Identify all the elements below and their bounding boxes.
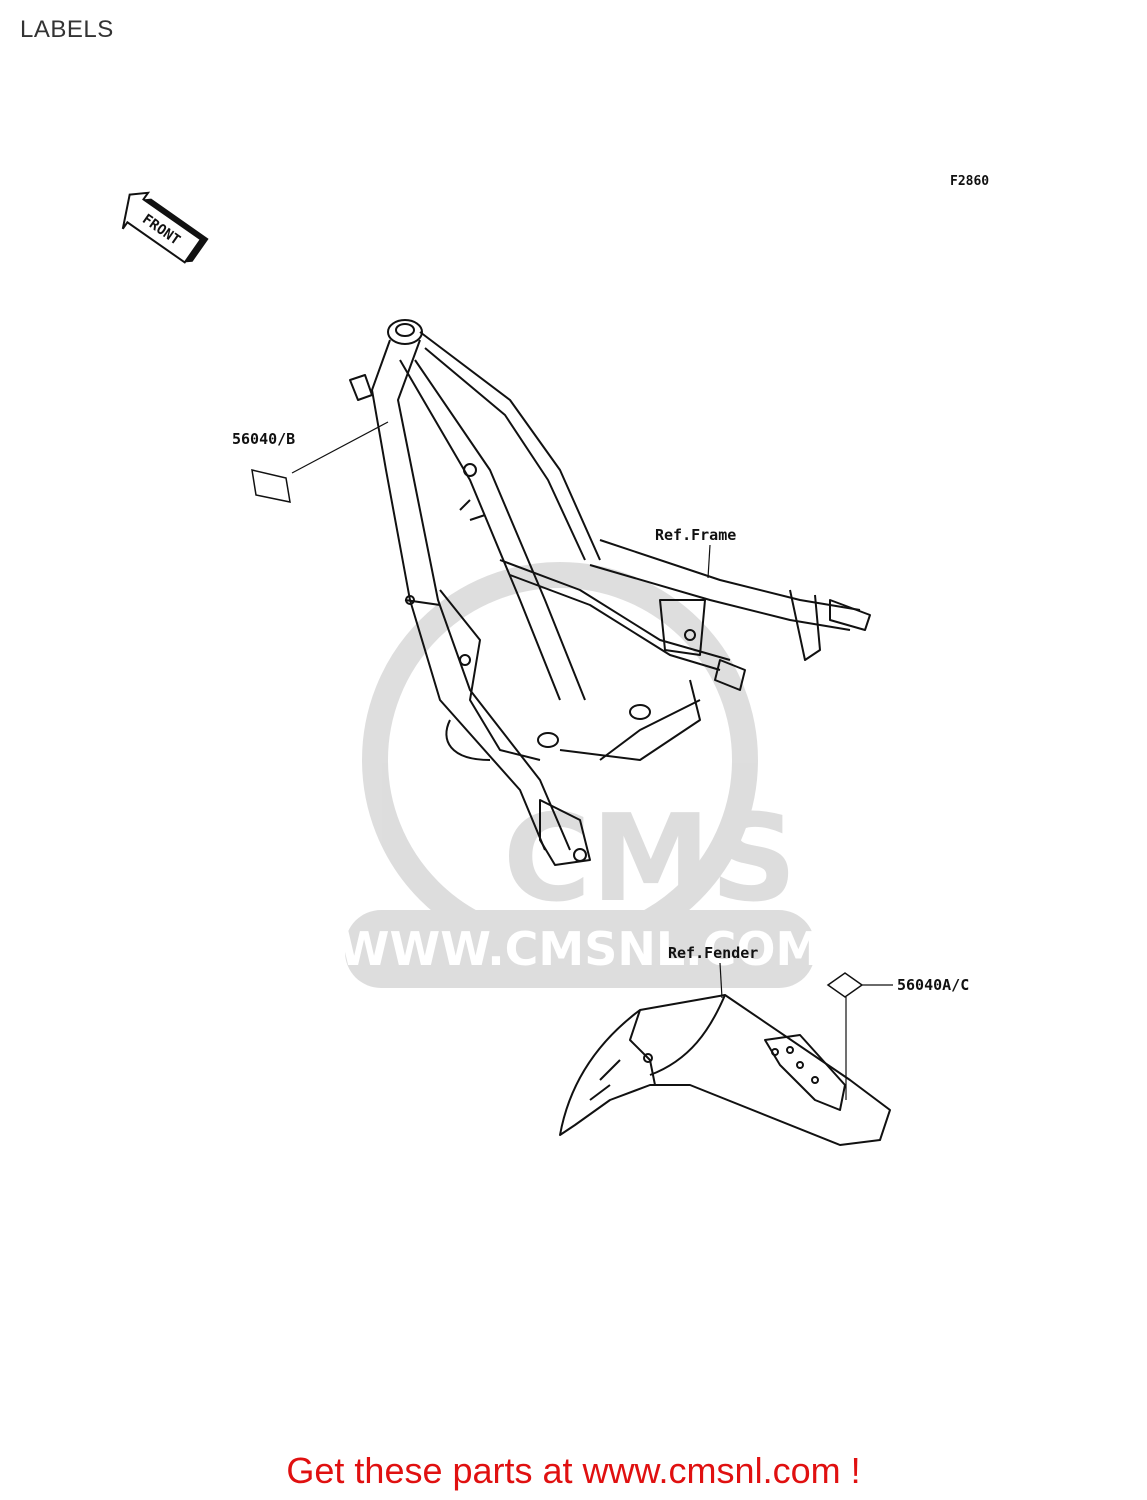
- label-sticker-56040a-c: [826, 972, 893, 1100]
- fender-drawing: [559, 994, 891, 1146]
- watermark-url: WWW.CMSNL.COM: [339, 922, 822, 976]
- frame-drawing: [349, 319, 871, 866]
- watermark-logo: CMS: [503, 790, 797, 929]
- label-sticker-56040-b: [251, 421, 389, 503]
- front-arrow-icon: FRONT: [121, 191, 209, 264]
- callout-56040a-c: 56040A/C: [897, 976, 969, 994]
- figure-code: F2860: [950, 174, 989, 189]
- callout-ref-fender: Ref.Fender: [668, 944, 758, 962]
- cms-watermark: CMS WWW.CMSNL.COM: [339, 562, 822, 988]
- ref-fender-leader: [719, 962, 723, 999]
- ref-frame-leader: [707, 544, 711, 579]
- callout-56040-b: 56040/B: [232, 430, 295, 448]
- cmsnl-cta-link[interactable]: Get these parts at www.cmsnl.com !: [286, 1450, 861, 1491]
- callout-ref-frame: Ref.Frame: [655, 526, 736, 544]
- page-title: LABELS: [20, 16, 114, 43]
